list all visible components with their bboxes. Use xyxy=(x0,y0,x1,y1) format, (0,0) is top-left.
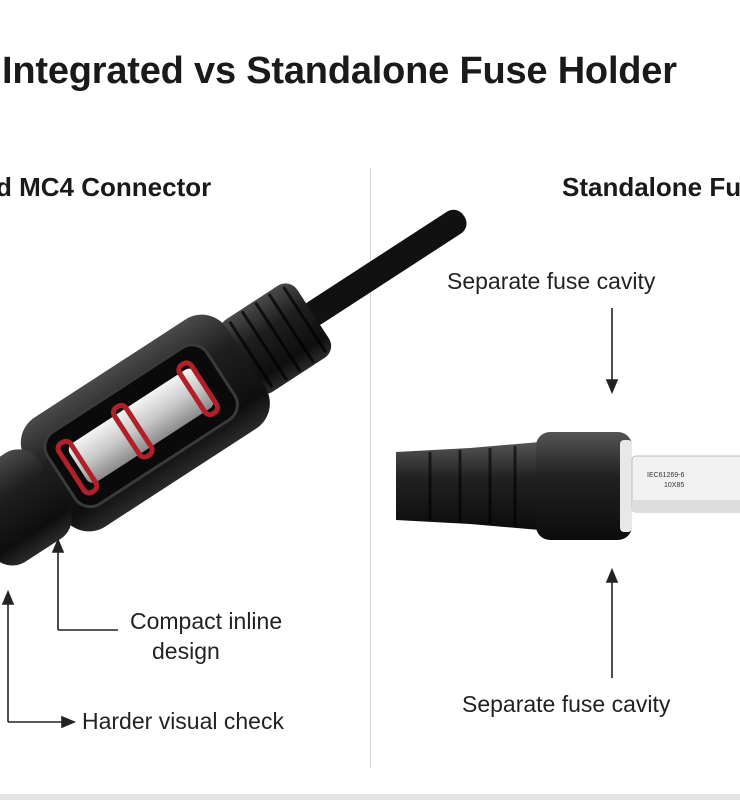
callout-separate-cavity-top: Separate fuse cavity xyxy=(447,268,656,294)
left-panel-heading: d MC4 Connector xyxy=(0,172,212,202)
page-title: Integrated vs Standalone Fuse Holder xyxy=(2,50,677,92)
front-nose xyxy=(0,449,72,566)
holder-ring xyxy=(620,440,632,532)
fuse-print-1: IEC61269-6 xyxy=(647,472,684,479)
bottom-edge-bar xyxy=(0,794,740,800)
cable xyxy=(302,209,467,326)
callout-compact-inline: Compact inline design xyxy=(130,606,282,666)
callout-harder-visual-check: Harder visual check xyxy=(82,708,284,734)
panel-divider xyxy=(370,168,371,768)
callout-compact-line1: Compact inline xyxy=(130,608,283,634)
callout-separate-cavity-bottom: Separate fuse cavity xyxy=(462,691,671,717)
left-callout-lines xyxy=(1,537,118,729)
holder-collar xyxy=(536,432,632,540)
fuse-print-2: 10X85 xyxy=(664,482,684,489)
callout-compact-line2: design xyxy=(152,638,220,664)
seal-ring-3 xyxy=(176,360,221,418)
seal-ring-2 xyxy=(110,402,155,460)
right-panel-heading: Standalone Fu xyxy=(562,172,740,202)
holder-grip xyxy=(396,442,540,530)
standalone-fuse-holder xyxy=(396,432,740,540)
integrated-mc4-connector xyxy=(0,209,467,566)
fuse-glass xyxy=(68,368,214,483)
right-callout-arrows xyxy=(605,308,619,678)
seal-ring-1 xyxy=(55,438,100,496)
